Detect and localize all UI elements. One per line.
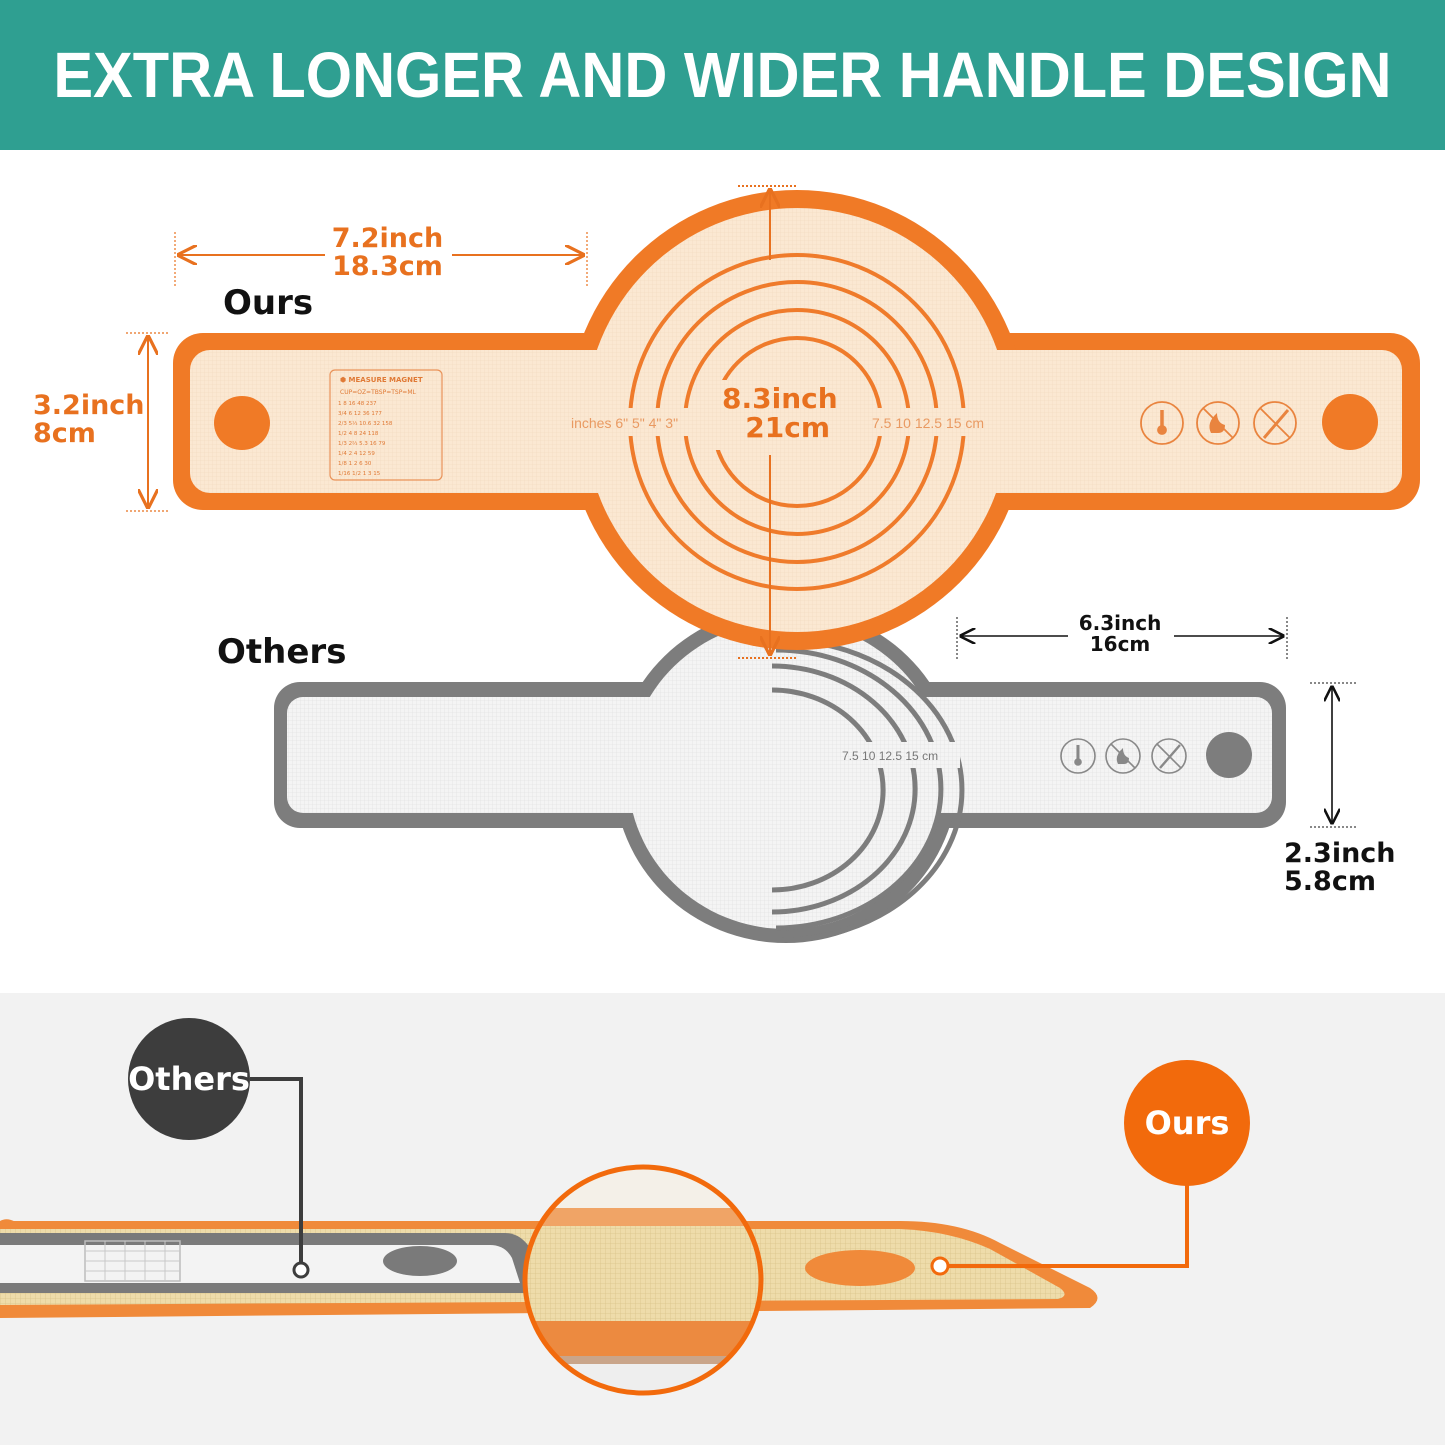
ours-handle-length: 7.2inch 18.3cm [330, 223, 445, 283]
others-handle-length-cm: 16cm [1089, 632, 1151, 656]
svg-text:1/8 1 2 6 30: 1/8 1 2 6 30 [338, 461, 372, 467]
others-mat: 7.5 10 12.5 15 cm [274, 607, 1286, 943]
others-handle-length-inch: 6.3inch [1078, 611, 1162, 635]
ours-handle-length-inch: 7.2inch [331, 223, 444, 254]
svg-text:CUP=OZ=TBSP=TSP=ML: CUP=OZ=TBSP=TSP=ML [340, 389, 417, 396]
title-banner: EXTRA LONGER AND WIDER HANDLE DESIGN [0, 0, 1445, 150]
thickness-comparison: Others Ours [0, 993, 1445, 1445]
svg-text:⬢ MEASURE MAGNET: ⬢ MEASURE MAGNET [340, 376, 423, 384]
others-cm-scale: 7.5 10 12.5 15 cm [842, 749, 938, 763]
ours-bubble: Ours [1124, 1060, 1250, 1186]
ours-handle-width-inch: 3.2inch [33, 390, 145, 421]
page-title: EXTRA LONGER AND WIDER HANDLE DESIGN [53, 39, 1392, 111]
others-handle-width: 2.3inch 5.8cm [1284, 838, 1396, 898]
ours-handle-width-cm: 8cm [33, 418, 96, 450]
svg-text:1/3 2⅔ 5.3 16 79: 1/3 2⅔ 5.3 16 79 [338, 441, 386, 447]
ours-handle-width: 3.2inch 8cm [33, 390, 145, 450]
svg-text:1 8 16 48 237: 1 8 16 48 237 [338, 401, 377, 407]
others-handle-width-cm: 5.8cm [1284, 866, 1376, 898]
others-bubble: Others [128, 1018, 250, 1140]
svg-text:2/3 5⅓ 10.6 32 158: 2/3 5⅓ 10.6 32 158 [338, 421, 393, 427]
others-label: Others [217, 632, 347, 672]
svg-text:3/4 6 12 36 177: 3/4 6 12 36 177 [338, 411, 382, 417]
measure-magnet-table: ⬢ MEASURE MAGNET CUP=OZ=TBSP=TSP=ML 1 8 … [329, 369, 443, 481]
svg-text:1/16 1/2 1 3 15: 1/16 1/2 1 3 15 [338, 471, 381, 477]
ours-handle-length-cm: 18.3cm [332, 251, 443, 283]
ours-label: Ours [223, 283, 314, 323]
inches-scale: inches 6" 5" 4" 3" [571, 415, 678, 431]
ours-mat: inches 6" 5" 4" 3" 7.5 10 12.5 15 cm ⬢ M… [173, 190, 1420, 650]
ours-diameter-inch: 8.3inch [722, 382, 838, 415]
svg-text:1/2 4 8 24 118: 1/2 4 8 24 118 [338, 431, 379, 437]
others-handle-length: 6.3inch 16cm [1070, 613, 1170, 655]
ours-diameter: 8.3inch 21cm [722, 382, 838, 445]
mat-diagram: 7.5 10 12.5 15 cm inches 6" 5" 4" 3" 7.5… [126, 185, 1420, 943]
others-handle-width-inch: 2.3inch [1284, 838, 1396, 869]
side-view-illustration [0, 1077, 1189, 1396]
ours-diameter-cm: 21cm [745, 411, 830, 445]
svg-text:1/4 2 4 12 59: 1/4 2 4 12 59 [338, 451, 375, 457]
cm-scale: 7.5 10 12.5 15 cm [872, 415, 984, 431]
